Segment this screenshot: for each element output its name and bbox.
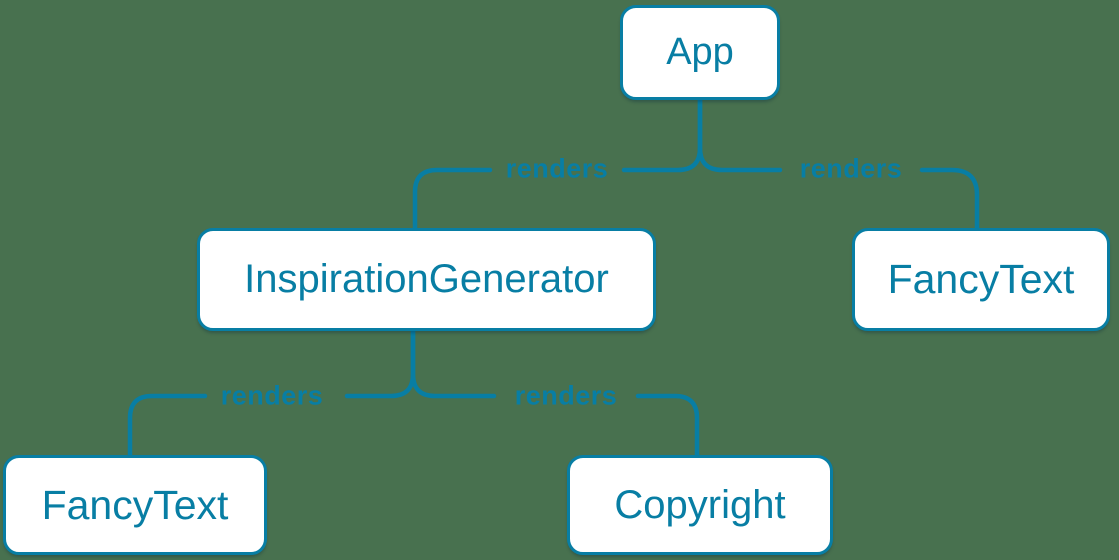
edge-app-to-fancytext bbox=[697, 97, 980, 232]
node-copyright: Copyright bbox=[567, 455, 833, 555]
node-inspiration-generator: InspirationGenerator bbox=[197, 228, 656, 331]
node-app: App bbox=[620, 5, 780, 100]
edge-label-renders-inspirationgenerator-fancytext: renders bbox=[220, 380, 324, 411]
edge-label-renders-app-fancytext: renders bbox=[799, 153, 903, 184]
node-app-label: App bbox=[666, 31, 734, 73]
node-fancy-text-top-label: FancyText bbox=[887, 256, 1075, 302]
node-copyright-label: Copyright bbox=[614, 482, 786, 527]
edge-label-renders-inspirationgenerator-copyright: renders bbox=[514, 380, 618, 411]
edge-inspirationgenerator-to-copyright bbox=[410, 328, 700, 459]
node-fancy-text-bottom-label: FancyText bbox=[41, 481, 229, 528]
node-inspiration-generator-label: InspirationGenerator bbox=[244, 257, 609, 301]
node-fancy-text-top: FancyText bbox=[852, 228, 1110, 331]
node-fancy-text-bottom: FancyText bbox=[3, 455, 267, 555]
edge-label-renders-app-inspirationgenerator: renders bbox=[505, 153, 609, 184]
